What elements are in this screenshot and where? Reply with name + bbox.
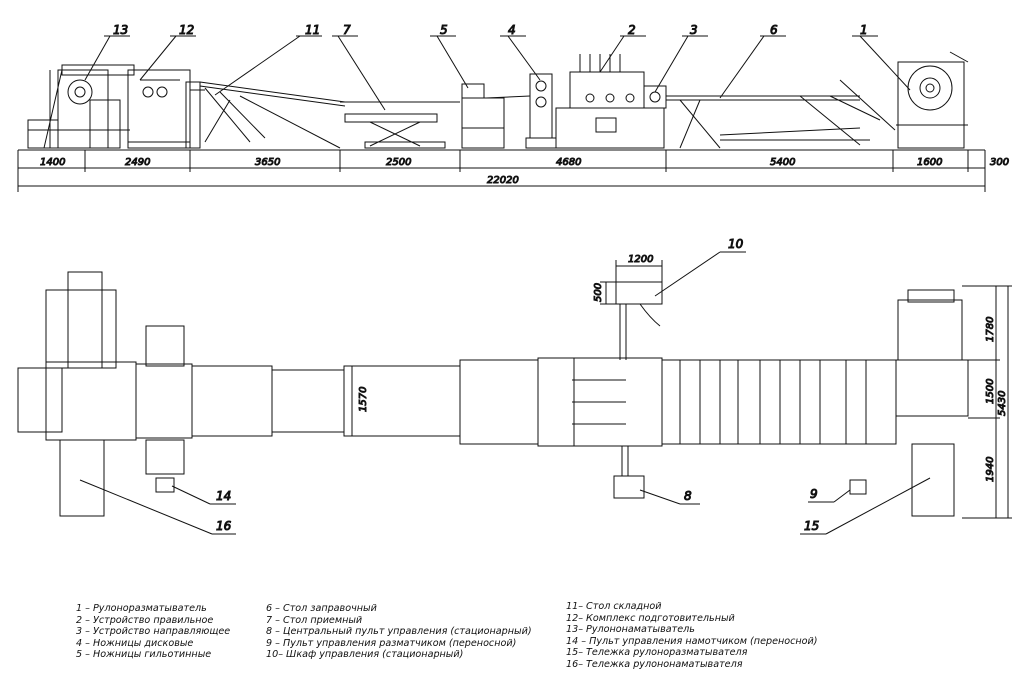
dim-3650: 3650: [255, 157, 280, 168]
legend-item: 16– Тележка рулононаматывателя: [566, 658, 743, 670]
callout-16: 16: [216, 519, 232, 533]
folding-table-11: [199, 81, 346, 149]
callout-4: 4: [508, 23, 516, 37]
dim-5430: 5430: [997, 391, 1008, 416]
dim-1200: 1200: [628, 254, 653, 265]
dim-1780: 1780: [985, 317, 996, 342]
dim-1400: 1400: [40, 157, 65, 168]
dim-1500: 1500: [985, 379, 996, 404]
callout-1: 1: [860, 23, 868, 37]
guide-3: [643, 85, 667, 109]
legend-item: 10– Шкаф управления (стационарный): [266, 649, 464, 661]
plan-dimension-lines: [351, 260, 1012, 519]
legend-item: 15– Тележка рулоноразматывателя: [566, 647, 748, 659]
plan-cabinet-10: [615, 281, 663, 360]
receiving-table-7: [340, 101, 460, 149]
legend-col-3: 11– Стол складной 12– Комплекс подготови…: [566, 601, 818, 671]
dim-1570: 1570: [358, 387, 369, 412]
legend-item: 13– Рулононаматыватель: [566, 624, 695, 636]
dim-4680: 4680: [556, 157, 581, 168]
threading-table-6: [666, 79, 896, 149]
prep-complex-12: [127, 69, 205, 149]
legend-item: 9 – Пульт управления разматчиком (перено…: [266, 637, 517, 649]
callout-5: 5: [440, 23, 448, 37]
straightener-2: [555, 54, 665, 149]
callout-13: 13: [113, 23, 128, 37]
callout-15: 15: [804, 519, 819, 533]
legend-item: 8 – Центральный пульт управления (стацио…: [266, 626, 532, 638]
uncoiler-1: [896, 51, 969, 149]
legend-item: 12– Комплекс подготовительный: [566, 612, 735, 624]
plan-view: 10 14 16 8 9 15 1200 500 1570 1780 1500 …: [17, 237, 1012, 535]
legend-item: 3 – Устройство направляющее: [76, 626, 231, 638]
dim-300: 300: [990, 157, 1009, 168]
callout-10: 10: [728, 237, 744, 251]
plan-console-9: [849, 479, 867, 495]
coiler-13: [27, 64, 135, 149]
side-leaders: [84, 35, 911, 111]
legend-item: 2 – Устройство правильное: [76, 614, 214, 626]
callout-3: 3: [690, 23, 698, 37]
dim-1600: 1600: [917, 157, 942, 168]
callout-7: 7: [343, 23, 351, 37]
callout-8: 8: [684, 489, 692, 503]
plan-line-body: [135, 357, 969, 447]
disc-shears-4: [485, 73, 557, 149]
callout-9: 9: [810, 487, 818, 501]
plan-leaders: [79, 251, 931, 535]
dim-2500: 2500: [386, 157, 411, 168]
legend-item: 14 – Пульт управления намотчиком (перено…: [566, 635, 818, 647]
callout-14: 14: [216, 489, 231, 503]
callout-11: 11: [305, 23, 320, 37]
legend-col-1: 1 – Рулоноразматыватель 2 – Устройство п…: [76, 603, 230, 661]
guillotine-5: [461, 83, 505, 149]
legend-item: 6 – Стол заправочный: [266, 603, 377, 614]
side-view: 13 12 11 7 5 4 2 3 6 1 1400 2490 3650 25…: [17, 23, 1010, 192]
dim-1940: 1940: [985, 457, 996, 482]
dim-5400: 5400: [770, 157, 795, 168]
plan-console-8: [613, 446, 645, 499]
dim-2490: 2490: [125, 157, 150, 168]
callout-2: 2: [628, 23, 636, 37]
callout-6: 6: [770, 23, 778, 37]
callout-12: 12: [179, 23, 194, 37]
plan-console-14: [155, 477, 175, 493]
legend-item: 4 – Ножницы дисковые: [76, 637, 194, 649]
legend-item: 1 – Рулоноразматыватель: [76, 603, 207, 614]
legend-item: 5 – Ножницы гильотинные: [76, 649, 212, 661]
legend-item: 11– Стол складной: [566, 601, 662, 612]
side-dimension-chain: [17, 150, 986, 192]
dim-total: 22020: [487, 175, 519, 186]
legend-item: 7 – Стол приемный: [266, 614, 363, 626]
legend-col-2: 6 – Стол заправочный 7 – Стол приемный 8…: [266, 603, 532, 661]
dim-500: 500: [593, 283, 604, 302]
plan-coiler-area: [17, 271, 185, 517]
plan-uncoiler-area: [897, 289, 963, 517]
